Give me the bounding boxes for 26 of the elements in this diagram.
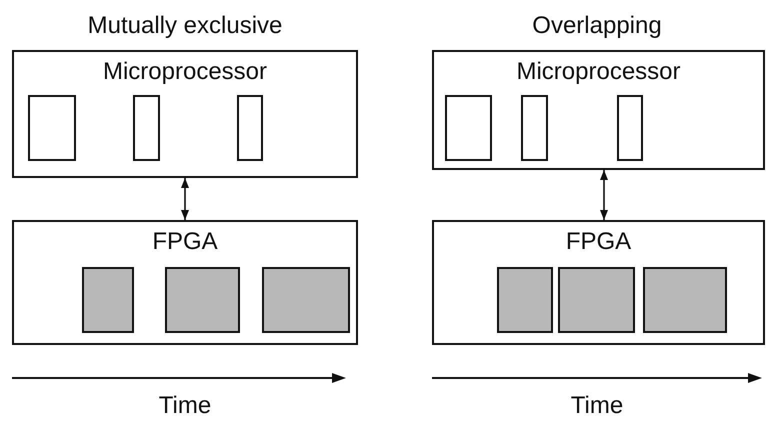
- process-box: [12, 50, 358, 178]
- task-block: [28, 95, 76, 161]
- double-arrow: [181, 178, 189, 220]
- process-box: [432, 50, 765, 170]
- panel-title: Overlapping: [532, 12, 662, 40]
- box-heading: Microprocessor: [102, 58, 268, 86]
- task-block: [617, 95, 643, 161]
- box-heading: FPGA: [152, 228, 218, 256]
- double-arrow: [600, 170, 608, 220]
- process-box: [12, 220, 358, 345]
- filled-task-block: [165, 267, 240, 333]
- task-block: [445, 95, 492, 161]
- box-heading: FPGA: [566, 228, 632, 256]
- axis-label: Time: [570, 392, 624, 420]
- axis-label: Time: [158, 392, 212, 420]
- task-block: [237, 95, 263, 161]
- filled-task-block: [82, 267, 134, 333]
- filled-task-block: [262, 267, 350, 333]
- task-block: [133, 95, 160, 161]
- panel-title: Mutually exclusive: [88, 12, 282, 40]
- filled-task-block: [643, 267, 727, 333]
- task-block: [521, 95, 548, 161]
- filled-task-block: [497, 267, 553, 333]
- box-heading: Microprocessor: [516, 58, 681, 86]
- filled-task-block: [558, 267, 635, 333]
- process-box: [432, 220, 765, 345]
